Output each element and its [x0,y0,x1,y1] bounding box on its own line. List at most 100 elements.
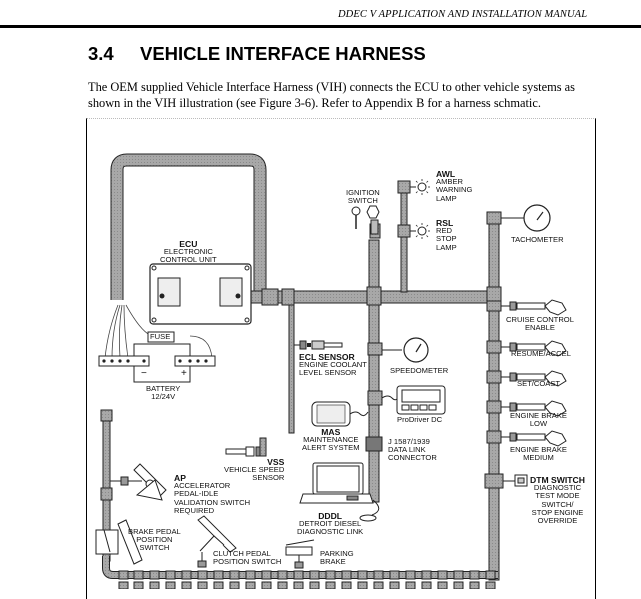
section-number: 3.4 [88,43,114,64]
clutch-line1: CLUTCH PEDAL [213,549,271,558]
vss-line1: VEHICLE SPEED [224,465,285,475]
accelerator-pedal-graphic [110,463,167,501]
awl-label: AWL AMBER WARNING LAMP [436,170,472,203]
dddl-line2: DIAGNOSTIC LINK [297,527,364,537]
rsl-line1: RED [436,226,453,236]
parking-brake-graphic [285,539,315,569]
bottom-connectors [118,570,496,589]
eb-med-label: ENGINE BRAKE MEDIUM [510,445,567,463]
mas-label: MAS MAINTENANCE ALERT SYSTEM [302,428,360,453]
ecl-label: ECL SENSOR ENGINE COOLANT LEVEL SENSOR [299,353,367,378]
battery-minus: − [141,368,147,379]
section-title: 3.4 VEHICLE INTERFACE HARNESS [88,43,426,65]
battery-line2: 12/24V [151,392,176,402]
tachometer-gauge [501,204,551,232]
cruise-line2: ENABLE [524,323,555,333]
section-heading: VEHICLE INTERFACE HARNESS [140,43,426,64]
awl-lamp-icon [410,179,430,195]
ap-label: AP ACCELERATOR PEDAL-IDLE VALIDATION SWI… [174,474,250,515]
harness-right-trunk [488,219,500,581]
prodriver-display [381,385,446,415]
rsl-line2: STOP [436,234,457,244]
dtm-line2: TEST MODE [535,491,580,501]
eb-med-line2: MEDIUM [523,453,554,463]
speedometer-gauge [382,337,429,363]
ap-line4: REQUIRED [174,505,215,515]
mas-line1: MAINTENANCE [303,435,359,445]
ecu-line1: ELECTRONIC [163,247,213,257]
running-header: DDEC V APPLICATION AND INSTALLATION MANU… [338,9,588,20]
ap-line1: ACCELERATOR [174,481,231,491]
brake-pedal-line1: BRAKE PEDAL [128,527,181,536]
cruise-label: CRUISE CONTROL ENABLE [506,315,574,333]
brake-pedal-label: BRAKE PEDAL POSITION SWITCH [128,527,181,553]
dtm-abbr: DTM SWITCH [530,475,585,485]
parking-line1: PARKING [320,549,354,558]
vss-sensor-graphic [225,437,267,457]
awl-line2: WARNING [436,185,473,195]
fuse-box [147,331,175,343]
dtm-label: DTM SWITCH DIAGNOSTIC TEST MODE SWITCH/ … [530,476,585,525]
ecu-unit [149,263,252,325]
awl-abbr: AWL [436,169,456,179]
prodriver-label: ProDriver DC [397,415,443,424]
paragraph-line-1: The OEM supplied Vehicle Interface Harne… [88,80,575,94]
clutch-line2: POSITION SWITCH [213,557,282,567]
ignition-label: IGNITION SWITCH [346,188,380,205]
mas-line2: ALERT SYSTEM [302,443,360,453]
figure-frame [86,118,596,599]
eb-low-label: ENGINE BRAKE LOW [510,411,567,429]
parking-line2: BRAKE [320,557,346,567]
mas-display [311,401,369,427]
rsl-line3: LAMP [436,242,457,252]
brake-pedal-line3: SWITCH [139,543,170,553]
dddl-line1: DETROIT DIESEL [298,519,362,529]
vss-abbr: VSS [267,457,285,467]
ecu-line2: CONTROL UNIT [160,255,217,265]
brake-pedal-graphic [95,519,143,565]
harness-ecl-branch [288,302,295,434]
dddl-computer [299,462,380,522]
eb-low-line2: LOW [529,419,548,429]
dtm-line4: STOP ENGINE [531,507,584,517]
cruise-line1: CRUISE CONTROL [506,315,574,324]
parking-label: PARKING BRAKE [320,549,354,567]
clutch-pedal-graphic [197,515,237,568]
datalink-line3: CONNECTOR [388,453,437,463]
ignition-line1: IGNITION [346,188,380,197]
ap-line3: VALIDATION SWITCH [174,497,251,507]
rsl-label: RSL RED STOP LAMP [436,219,457,252]
paragraph-line-2: shown in the VIH illustration (see Figur… [88,95,541,110]
right-switches [501,299,567,487]
fuse-label: FUSE [150,332,171,341]
battery-line1: BATTERY [146,384,181,393]
speedometer-label: SPEEDOMETER [390,366,449,375]
datalink-connector [365,436,383,452]
harness-center-trunk [368,239,380,503]
dtm-line1: DIAGNOSTIC [533,483,582,493]
battery-label: BATTERY 12/24V [146,384,181,402]
ecl-abbr: ECL SENSOR [299,352,355,362]
eb-med-line1: ENGINE BRAKE [510,445,567,454]
brake-pedal-line2: POSITION [136,535,173,545]
ap-abbr: AP [174,473,186,483]
resume-label: RESUME/ACCEL [511,349,571,358]
battery-plus: + [181,368,187,379]
awl-line1: AMBER [436,177,464,187]
ecl-sensor-graphic [294,340,343,350]
awl-line3: LAMP [436,193,457,203]
datalink-label: J 1587/1939 DATA LINK CONNECTOR [388,437,437,463]
vss-label: VSS VEHICLE SPEED SENSOR [224,458,284,483]
mas-abbr: MAS [321,427,341,437]
ecl-line1: ENGINE COOLANT [299,360,367,370]
dddl-abbr: DDDL [318,511,343,521]
ecu-label: ECU ELECTRONIC CONTROL UNIT [160,240,217,265]
dtm-line3: SWITCH/ [541,499,574,509]
ecl-line2: LEVEL SENSOR [299,368,357,378]
header-rule [0,25,641,28]
dddl-label: DDDL DETROIT DIESEL DIAGNOSTIC LINK [297,512,363,537]
tachometer-label: TACHOMETER [511,235,564,244]
harness-lamp-branch [400,185,408,293]
rsl-lamp-icon [410,223,430,239]
